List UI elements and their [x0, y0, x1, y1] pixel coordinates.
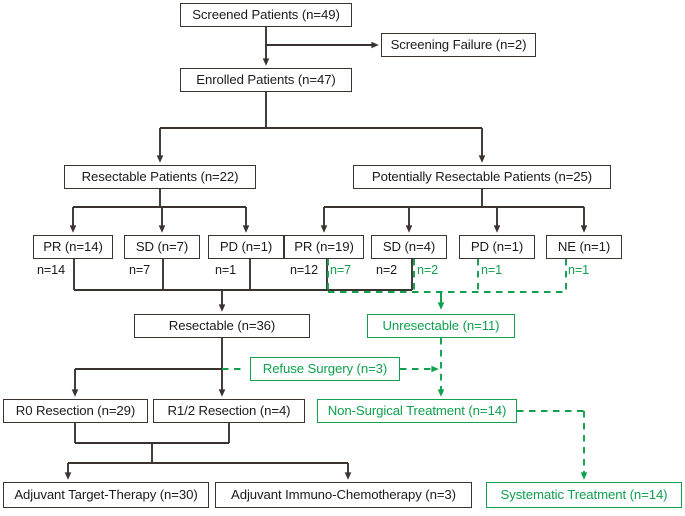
node-r0-resection-29[interactable]: R0 Resection (n=29) — [3, 399, 148, 423]
node-label: Potentially Resectable Patients (n=25) — [371, 169, 593, 185]
node-adjuvant-target-therapy-30[interactable]: Adjuvant Target-Therapy (n=30) — [3, 482, 209, 508]
node-label: SD (n=7) — [135, 239, 189, 255]
node-label: Unresectable (n=11) — [382, 318, 500, 334]
node-label: PR (n=19) — [294, 239, 354, 255]
edge-label-text: n=1 — [215, 263, 237, 277]
node-label: R0 Resection (n=29) — [15, 403, 136, 419]
node-r12-resection-4[interactable]: R1/2 Resection (n=4) — [153, 399, 305, 423]
node-sd-4[interactable]: SD (n=4) — [371, 235, 447, 259]
node-ne-1[interactable]: NE (n=1) — [546, 235, 622, 259]
edge-label-n7-unresectable: n=7 — [330, 264, 351, 277]
node-label: R1/2 Resection (n=4) — [167, 403, 291, 419]
node-label: Enrolled Patients (n=47) — [196, 72, 336, 88]
node-pr-19[interactable]: PR (n=19) — [284, 235, 364, 259]
node-resectable-36[interactable]: Resectable (n=36) — [134, 314, 310, 338]
node-label: Resectable (n=36) — [168, 318, 276, 334]
node-label: Screened Patients (n=49) — [192, 7, 340, 23]
node-pr-14[interactable]: PR (n=14) — [33, 235, 113, 259]
edge-label-text: n=1 — [481, 263, 503, 277]
edge-label-text: n=2 — [376, 263, 398, 277]
node-label: Screening Failure (n=2) — [390, 37, 527, 53]
edge-label-n2-resectable: n=2 — [376, 264, 397, 277]
edge-label-text: n=7 — [330, 263, 352, 277]
node-label: Resectable Patients (n=22) — [81, 169, 239, 185]
edge-label-n1-ne-unresectable: n=1 — [568, 264, 589, 277]
node-screening-failure[interactable]: Screening Failure (n=2) — [381, 33, 536, 57]
node-label: Non-Surgical Treatment (n=14) — [327, 403, 507, 419]
node-label: Adjuvant Immuno-Chemotherapy (n=3) — [231, 487, 456, 503]
node-label: PR (n=14) — [43, 239, 103, 255]
node-refuse-surgery-3[interactable]: Refuse Surgery (n=3) — [250, 357, 400, 381]
node-adjuvant-immuno-chemotherapy-3[interactable]: Adjuvant Immuno-Chemotherapy (n=3) — [215, 482, 472, 508]
node-unresectable-11[interactable]: Unresectable (n=11) — [367, 314, 515, 338]
edge-label-n2-unresectable: n=2 — [417, 264, 438, 277]
node-label: Adjuvant Target-Therapy (n=30) — [14, 487, 198, 503]
node-label: Refuse Surgery (n=3) — [262, 361, 388, 377]
edge-label-text: n=7 — [129, 263, 151, 277]
node-sd-7[interactable]: SD (n=7) — [124, 235, 200, 259]
edge-label-text: n=12 — [290, 263, 318, 277]
node-potentially-resectable-patients[interactable]: Potentially Resectable Patients (n=25) — [353, 165, 611, 189]
node-non-surgical-treatment-14[interactable]: Non-Surgical Treatment (n=14) — [317, 399, 517, 423]
edge-label-text: n=1 — [568, 263, 590, 277]
node-label: NE (n=1) — [557, 239, 611, 255]
node-label: PD (n=1) — [219, 239, 273, 255]
edge-label-n14: n=14 — [37, 264, 65, 277]
node-label: Systematic Treatment (n=14) — [500, 487, 668, 503]
node-systematic-treatment-14[interactable]: Systematic Treatment (n=14) — [486, 482, 682, 508]
edge-label-n1-resectable: n=1 — [215, 264, 236, 277]
node-pd-1-resectable[interactable]: PD (n=1) — [208, 235, 284, 259]
node-label: SD (n=4) — [382, 239, 436, 255]
node-screened-patients[interactable]: Screened Patients (n=49) — [180, 3, 352, 27]
edge-label-text: n=14 — [37, 263, 65, 277]
node-resectable-patients[interactable]: Resectable Patients (n=22) — [64, 165, 256, 189]
node-label: PD (n=1) — [470, 239, 524, 255]
edge-label-n1-pd-unresectable: n=1 — [481, 264, 502, 277]
node-enrolled-patients[interactable]: Enrolled Patients (n=47) — [180, 68, 352, 92]
node-pd-1-potential[interactable]: PD (n=1) — [459, 235, 535, 259]
edge-label-text: n=2 — [417, 263, 439, 277]
edge-label-n7-resectable: n=7 — [129, 264, 150, 277]
edge-label-n12: n=12 — [290, 264, 318, 277]
